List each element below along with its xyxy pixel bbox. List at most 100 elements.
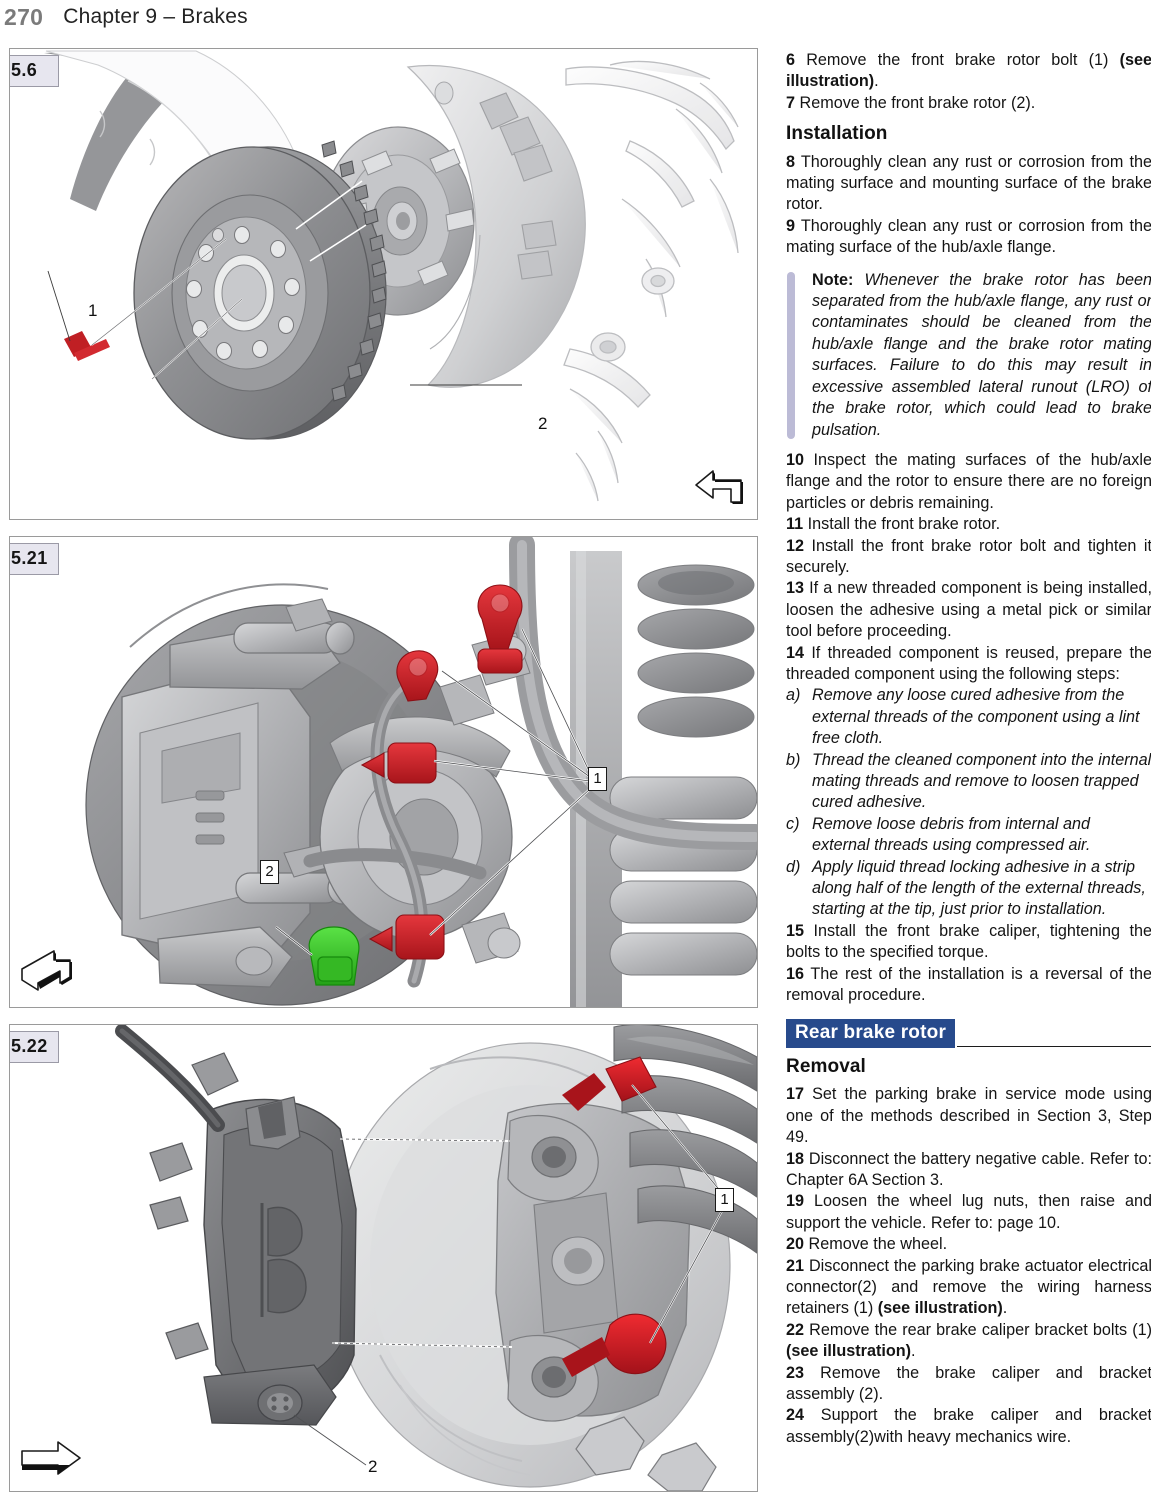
- figure-5-22-artwork: [10, 1025, 757, 1491]
- sub-step-a-text: Remove any loose cured adhesive from the…: [812, 686, 1140, 748]
- figure-5-6: 5.6: [9, 48, 758, 520]
- step-22: 22 Remove the rear brake caliper bracket…: [786, 1320, 1151, 1363]
- step-8-number: 8: [786, 152, 796, 171]
- step-13-number: 13: [786, 579, 805, 598]
- chapter-title: Chapter 9 – Brakes: [63, 5, 248, 28]
- note-accent-bar: [787, 271, 795, 439]
- step-12-text: Install the front brake rotor bolt and t…: [786, 536, 1151, 576]
- step-19-text: Loosen the wheel lug nuts, then raise an…: [786, 1192, 1151, 1232]
- step-15-number: 15: [786, 921, 805, 940]
- step-10-number: 10: [786, 450, 805, 469]
- note-text: Note: Whenever the brake rotor has been …: [812, 270, 1151, 441]
- step-24: 24 Support the brake caliper and bracket…: [786, 1405, 1151, 1448]
- step-14: 14 If threaded component is reused, prep…: [786, 643, 1151, 686]
- section-banner-rear-brake-rotor: Rear brake rotor: [786, 1019, 1151, 1048]
- step-7-text: Remove the front brake rotor (2).: [799, 93, 1036, 112]
- step-10: 10 Inspect the mating surfaces of the hu…: [786, 450, 1151, 514]
- sub-step-d: d) Apply liquid thread locking adhesive i…: [786, 857, 1151, 921]
- step-8: 8 Thoroughly clean any rust or corrosion…: [786, 152, 1151, 216]
- step-11: 11 Install the front brake rotor.: [786, 514, 1151, 535]
- step-20-text: Remove the wheel.: [808, 1235, 948, 1254]
- step-21-text: Disconnect the parking brake actuator el…: [786, 1256, 1151, 1318]
- step-15-text: Install the front brake caliper, tighten…: [786, 921, 1151, 962]
- step-16: 16 The rest of the installation is a rev…: [786, 964, 1151, 1007]
- sub-step-b-text: Thread the cleaned component into the in…: [812, 750, 1151, 812]
- procedure-text-column: 6 Remove the front brake rotor bolt (1) …: [786, 50, 1151, 1448]
- step-6-see-illustration: (see illustration): [786, 51, 1151, 91]
- sub-step-c: c) Remove loose debris from internal and …: [786, 814, 1151, 857]
- step-21-number: 21: [786, 1256, 805, 1275]
- step-21: 21 Disconnect the parking brake actuator…: [786, 1256, 1151, 1320]
- figure-5-22-callout-2: 2: [368, 1457, 378, 1476]
- step-16-text: The rest of the installation is a revers…: [786, 964, 1151, 1005]
- step-17: 17 Set the parking brake in service mode…: [786, 1084, 1151, 1148]
- step-6-text: Remove the front brake rotor bolt (1): [806, 51, 1120, 69]
- figure-5-6-callout-1: 1: [88, 301, 98, 320]
- step-21-see-illustration: (see illustration): [877, 1299, 1003, 1318]
- page-header: 270 Chapter 9 – Brakes: [0, 0, 1151, 34]
- step-12: 12 Install the front brake rotor bolt an…: [786, 536, 1151, 579]
- step-16-number: 16: [786, 964, 805, 983]
- step-23-text: Remove the brake caliper and bracket ass…: [786, 1363, 1151, 1403]
- step-20-number: 20: [786, 1235, 805, 1254]
- step-9-text: Thoroughly clean any rust or corrosion f…: [786, 216, 1151, 257]
- sub-step-c-letter: c): [786, 814, 800, 833]
- step-15: 15 Install the front brake caliper, tigh…: [786, 921, 1151, 964]
- step-6-period: .: [874, 72, 879, 91]
- figure-5-6-callout-2: 2: [538, 414, 548, 433]
- step-23: 23 Remove the brake caliper and bracket …: [786, 1363, 1151, 1406]
- step-20: 20 Remove the wheel.: [786, 1234, 1151, 1255]
- illustrations-column: 5.6: [9, 48, 758, 1492]
- step-21-period: .: [1002, 1299, 1008, 1318]
- direction-arrow-right-icon: [18, 1439, 84, 1479]
- direction-arrow-up-left-icon: [691, 465, 747, 509]
- step-6-number: 6: [786, 51, 796, 69]
- step-6: 6 Remove the front brake rotor bolt (1) …: [786, 50, 1151, 93]
- sub-step-d-letter: d): [786, 857, 801, 876]
- sub-step-b-letter: b): [786, 750, 801, 769]
- figure-5-21-callout-1: 1: [588, 767, 607, 791]
- figure-5-21-artwork: [10, 537, 757, 1007]
- step-11-number: 11: [786, 515, 804, 534]
- direction-arrow-up-right-icon: [18, 947, 78, 993]
- step-17-number: 17: [786, 1085, 805, 1104]
- step-10-text: Inspect the mating surfaces of the hub/a…: [786, 450, 1151, 512]
- step-22-number: 22: [786, 1320, 805, 1339]
- installation-heading: Installation: [786, 123, 888, 145]
- step-17-text: Set the parking brake in service mode us…: [786, 1085, 1151, 1147]
- step-9: 9 Thoroughly clean any rust or corrosion…: [786, 216, 1151, 259]
- note-block: Note: Whenever the brake rotor has been …: [786, 270, 1151, 441]
- step-12-number: 12: [786, 536, 805, 555]
- figure-label-5-22: 5.22: [10, 1031, 59, 1063]
- step-19-number: 19: [786, 1192, 805, 1211]
- step-8-text: Thoroughly clean any rust or corrosion f…: [786, 152, 1151, 214]
- page-number: 270: [4, 3, 44, 30]
- step-7: 7 Remove the front brake rotor (2).: [786, 93, 1151, 114]
- section-banner-rule: [957, 1045, 1151, 1047]
- step-18-text: Disconnect the battery negative cable. R…: [786, 1149, 1151, 1189]
- figure-label-5-6: 5.6: [10, 55, 59, 87]
- step-18: 18 Disconnect the battery negative cable…: [786, 1149, 1151, 1192]
- removal-heading: Removal: [786, 1055, 866, 1077]
- sub-step-b: b) Thread the cleaned component into the …: [786, 750, 1151, 814]
- sub-step-a: a) Remove any loose cured adhesive from t…: [786, 685, 1151, 749]
- note-label: Note:: [812, 270, 854, 289]
- step-18-number: 18: [786, 1149, 805, 1168]
- figure-5-22-callout-1: 1: [715, 1188, 734, 1212]
- sub-step-a-letter: a): [786, 686, 801, 705]
- sub-step-d-text: Apply liquid thread locking adhesive in …: [812, 857, 1146, 919]
- step-13-text: If a new threaded component is being ins…: [786, 579, 1151, 641]
- step-7-number: 7: [786, 93, 796, 112]
- note-body: Whenever the brake rotor has been separa…: [812, 270, 1151, 439]
- figure-label-5-21: 5.21: [10, 543, 59, 575]
- step-14-text: If threaded component is reused, prepare…: [786, 643, 1151, 683]
- figure-5-21-callout-2: 2: [260, 860, 279, 884]
- sub-step-c-text: Remove loose debris from internal and ex…: [812, 814, 1091, 855]
- figure-5-6-artwork: [10, 49, 757, 519]
- step-24-text: Support the brake caliper and bracket as…: [786, 1406, 1151, 1446]
- step-9-number: 9: [786, 216, 796, 235]
- figure-5-22: 5.22: [9, 1024, 758, 1492]
- step-24-number: 24: [786, 1406, 805, 1425]
- step-19: 19 Loosen the wheel lug nuts, then raise…: [786, 1191, 1151, 1234]
- step-22-see-illustration: (see illustration): [786, 1342, 912, 1361]
